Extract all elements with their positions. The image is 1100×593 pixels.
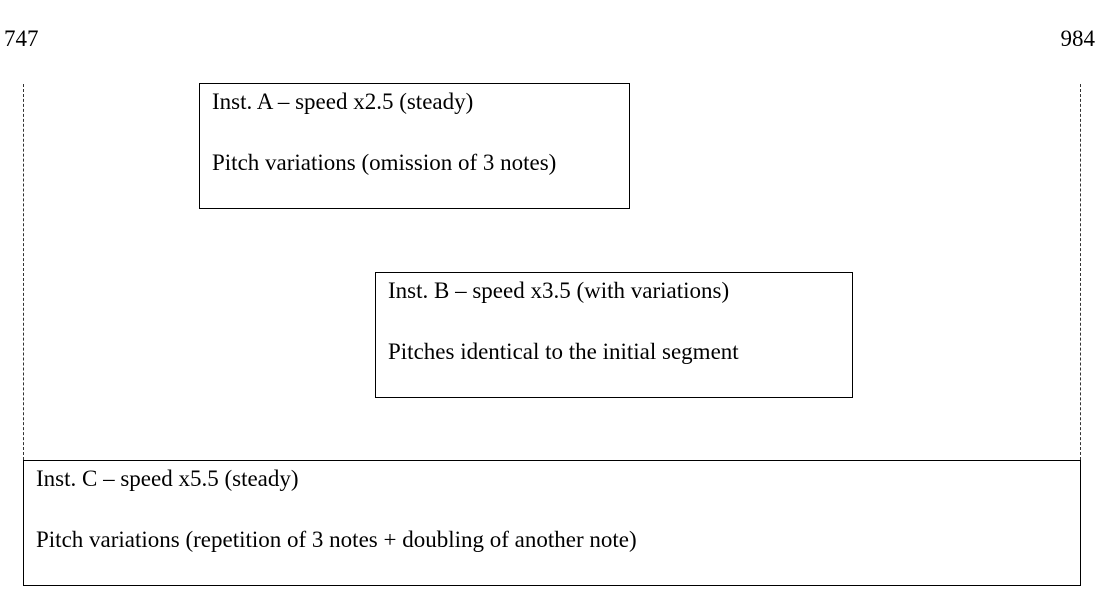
- instrument-c-box: Inst. C – speed x5.5 (steady) Pitch vari…: [23, 460, 1081, 586]
- range-end-label: 984: [1060, 26, 1096, 51]
- instrument-b-detail: Pitches identical to the initial segment: [388, 339, 739, 364]
- instrument-b-title: Inst. B – speed x3.5 (with variations): [388, 278, 730, 303]
- range-start-label: 747: [4, 26, 39, 51]
- instrument-a-detail: Pitch variations (omission of 3 notes): [212, 150, 557, 175]
- instrument-c-detail: Pitch variations (repetition of 3 notes …: [36, 527, 637, 552]
- instrument-b-box: Inst. B – speed x3.5 (with variations) P…: [375, 272, 853, 398]
- range-end-marker: [1080, 84, 1081, 460]
- range-start-marker: [23, 84, 24, 460]
- instrument-a-title: Inst. A – speed x2.5 (steady): [212, 89, 474, 114]
- instrument-a-box: Inst. A – speed x2.5 (steady) Pitch vari…: [199, 83, 630, 209]
- instrument-c-title: Inst. C – speed x5.5 (steady): [36, 466, 299, 491]
